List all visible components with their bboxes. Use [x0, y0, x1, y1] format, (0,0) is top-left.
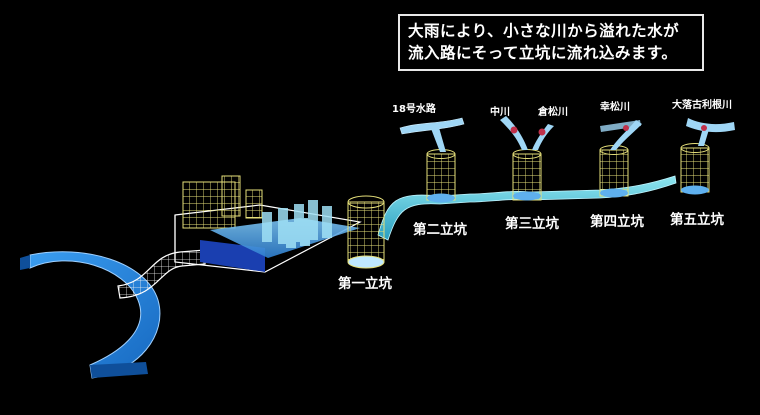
- inflow-ootoshi-tone: [686, 118, 735, 146]
- inflow-label-nakagawa: 中川: [490, 107, 510, 118]
- shaft-1: [347, 195, 385, 269]
- inflow-label-kōmatsu: 幸松川: [600, 102, 630, 113]
- gate-icon: [623, 125, 629, 131]
- caption-line-1: 大雨により、小さな川から溢れた水が: [408, 22, 680, 40]
- gate-icon: [538, 128, 546, 136]
- gate-icon: [510, 126, 518, 134]
- outlet-channel: [117, 249, 206, 299]
- inflow-kōmatsu: [600, 120, 642, 150]
- inflow-label-kuramatsu: 倉松川: [538, 107, 568, 118]
- inflow-label-18-gou: 18号水路: [392, 104, 436, 115]
- shaft-3: [512, 149, 542, 201]
- caption-box: 大雨により、小さな川から溢れた水が 流入路にそって立坑に流れ込みます。: [398, 14, 704, 71]
- shaft-label-3: 第三立坑: [505, 216, 559, 232]
- shaft-5: [680, 143, 710, 195]
- inflow-18-gou: [399, 117, 465, 152]
- shaft-label-5: 第五立坑: [670, 212, 724, 228]
- caption-line-2: 流入路にそって立坑に流れ込みます。: [408, 44, 678, 62]
- shaft-label-2: 第二立坑: [413, 222, 467, 238]
- shaft-label-1: 第一立坑: [338, 276, 392, 292]
- shaft-4: [599, 145, 629, 198]
- inflow-nakagawa: [500, 116, 528, 150]
- inflow-kuramatsu: [532, 124, 554, 150]
- river: [20, 251, 161, 379]
- shaft-2: [426, 149, 456, 203]
- shaft-label-4: 第四立坑: [590, 214, 644, 230]
- pump-station: [174, 175, 362, 273]
- gate-icon: [701, 125, 707, 131]
- inflow-label-ootoshi-tone: 大落古利根川: [672, 100, 732, 111]
